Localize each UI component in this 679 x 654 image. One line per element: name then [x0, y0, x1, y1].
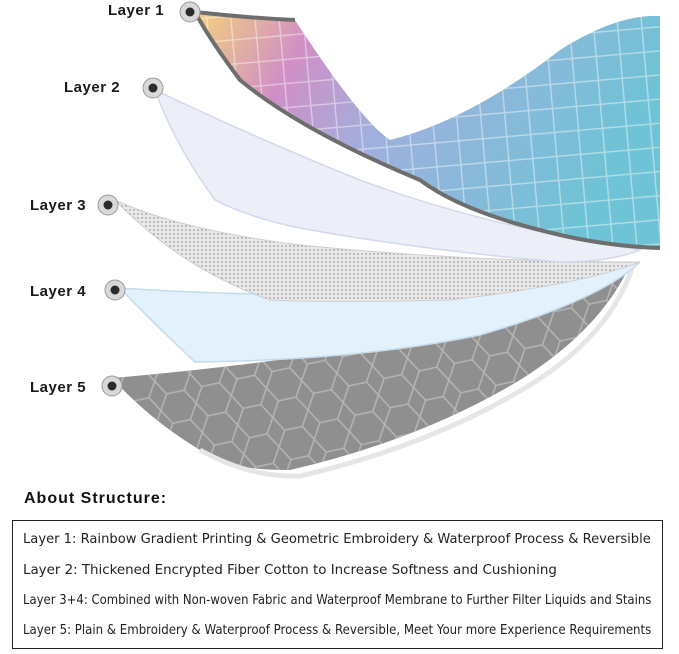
layer-2-sheet: [153, 88, 643, 263]
layer-1-label: Layer 1: [108, 2, 165, 19]
layer-3-pointer: [97, 194, 119, 216]
description-line-layer-5: Layer 5: Plain & Embroidery & Waterproof…: [23, 623, 652, 638]
layer-5-pointer: [101, 375, 123, 397]
layer-4-pointer: [104, 279, 126, 301]
layer-illustration: [97, 1, 661, 479]
about-structure-title: About Structure:: [24, 490, 168, 507]
layer-4-label: Layer 4: [30, 283, 87, 300]
layer-diagram: Layer 1 Layer 2 Layer 3 Layer 4 Layer 5: [30, 1, 661, 479]
layer-5-label: Layer 5: [30, 379, 87, 396]
description-line-layer-2: Layer 2: Thickened Encrypted Fiber Cotto…: [23, 563, 557, 578]
layer-2-label: Layer 2: [64, 79, 121, 96]
layer-1-pointer: [179, 1, 201, 23]
layer-3-label: Layer 3: [30, 197, 87, 214]
layer-3-sheet: [114, 199, 641, 302]
layer-2-pointer: [142, 77, 164, 99]
structure-description-box: Layer 1: Rainbow Gradient Printing & Geo…: [12, 520, 663, 649]
description-line-layer-1: Layer 1: Rainbow Gradient Printing & Geo…: [23, 532, 651, 547]
description-line-layer-3-4: Layer 3+4: Combined with Non-woven Fabri…: [23, 593, 652, 608]
